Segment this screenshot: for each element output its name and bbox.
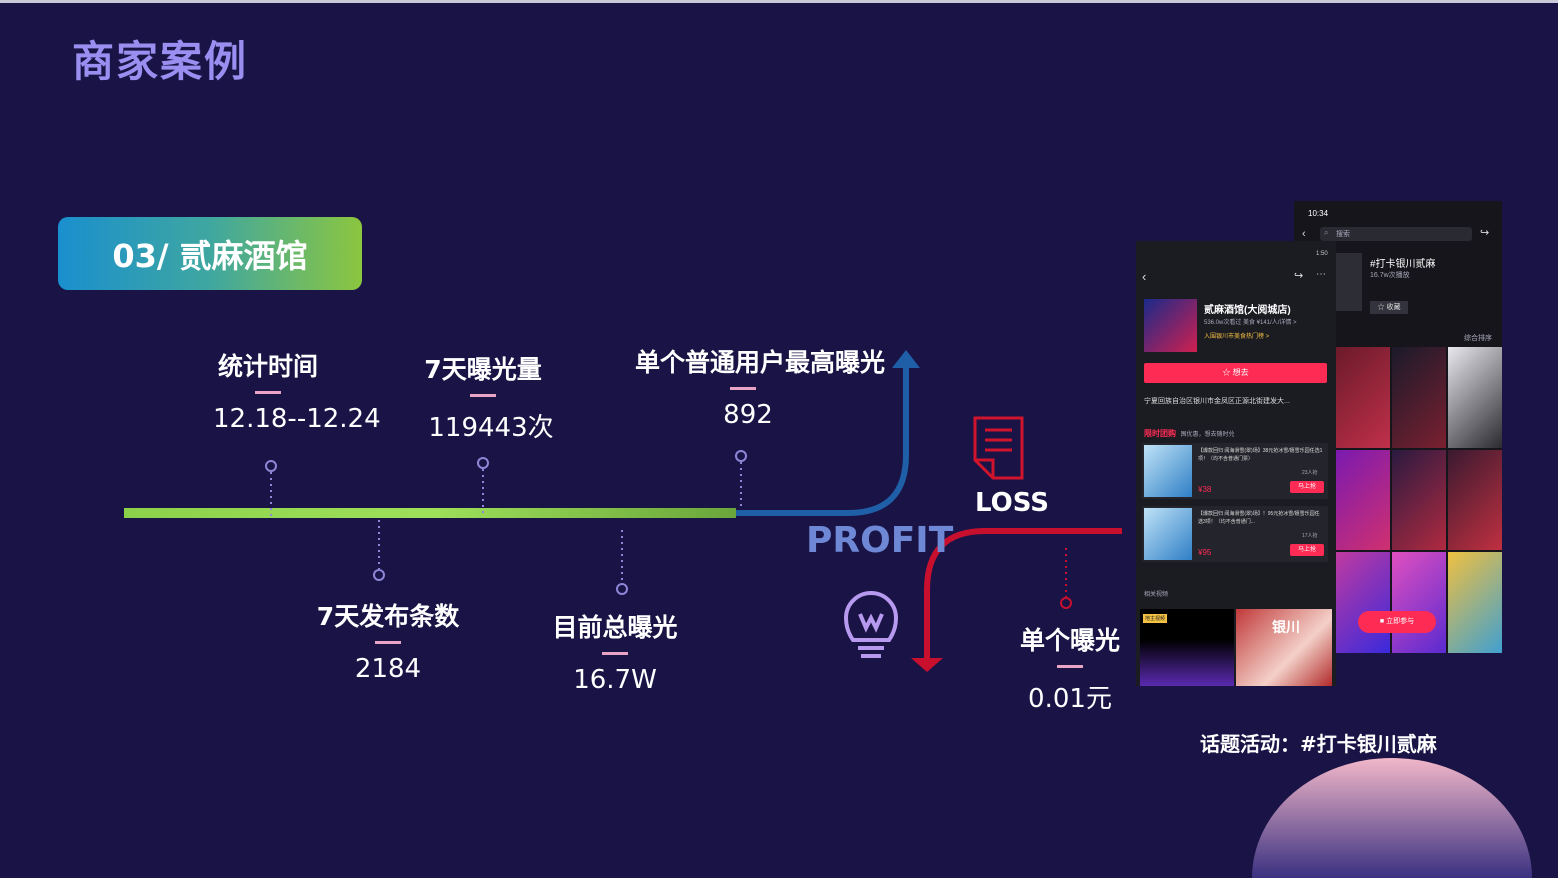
- stat-label: 7天曝光量: [424, 355, 542, 384]
- profit-arrowhead: [892, 350, 920, 368]
- status-time: 10:34: [1308, 209, 1329, 218]
- stat-value: 16.7W: [573, 665, 657, 695]
- shop-rank[interactable]: 入围银川市美食热门榜 >: [1204, 334, 1270, 340]
- deal-card[interactable]: 【爆款回归 阅海滑雪(翠)场】38元抢冰雪/嬉雪乐园任选1项！（均不含普通门票）…: [1142, 443, 1328, 499]
- video-thumb[interactable]: [1392, 552, 1446, 653]
- timeline-markers: [265, 450, 747, 595]
- search-placeholder: 搜索: [1336, 231, 1350, 238]
- join-button[interactable]: ■ 立即参与: [1358, 611, 1436, 633]
- deal-text: 【爆款回归 阅海滑雪(翠)场】！95元抢冰雪/嬉雪乐园任选3项！（均不含普通门.…: [1198, 511, 1320, 525]
- timeline-bar: [124, 508, 736, 518]
- stat-value: 12.18--12.24: [213, 404, 381, 434]
- shop-address[interactable]: 宁夏回族自治区银川市金凤区正源北街建发大...: [1144, 398, 1290, 405]
- video-thumb[interactable]: [1392, 449, 1446, 551]
- video-thumb[interactable]: [1392, 347, 1446, 448]
- stat-label: 单个普通用户最高曝光: [634, 348, 885, 377]
- stat-single-exposure: 单个曝光 0.01元: [1005, 621, 1135, 715]
- loss-label: LOSS: [975, 488, 1050, 518]
- more-icon[interactable]: ⋯: [1316, 269, 1326, 280]
- loss-arrowhead: [911, 658, 943, 672]
- phone-shop-screenshot: 1:50 ‹ ⋯ ↪ 贰麻酒馆(大阅城店) 536.0w次看过 美食 ¥141/…: [1136, 241, 1336, 686]
- deal-thumb: [1144, 508, 1192, 560]
- shop-cover: [1144, 299, 1197, 352]
- stat-label: 统计时间: [217, 352, 318, 381]
- page-title: 商家案例: [72, 37, 249, 86]
- camera-icon: ■: [1379, 618, 1387, 625]
- collect-button[interactable]: ☆ 收藏: [1370, 301, 1408, 314]
- video-thumb[interactable]: [1448, 552, 1502, 653]
- topic-views: 16.7w次播放: [1370, 272, 1410, 279]
- video-grid: [1336, 347, 1502, 653]
- stat-max-user: 单个普通用户最高曝光 892: [630, 343, 890, 430]
- stat-total-exposure: 目前总曝光 16.7W: [540, 608, 690, 695]
- deal-card[interactable]: 【爆款回归 阅海滑雪(翠)场】！95元抢冰雪/嬉雪乐园任选3项！（均不含普通门.…: [1142, 506, 1328, 562]
- deal-subtitle: 囤优惠，想去随时兑: [1180, 432, 1235, 438]
- stat-posts-7days: 7天发布条数 2184: [308, 597, 468, 684]
- stat-divider: [1057, 665, 1083, 668]
- stat-value: 892: [723, 400, 773, 430]
- stat-divider: [470, 394, 496, 397]
- profit-arrow: [736, 366, 909, 516]
- loss-arrow: [924, 528, 1122, 658]
- video-thumb[interactable]: [1336, 552, 1390, 653]
- deal-thumb: [1144, 445, 1192, 497]
- stat-period: 统计时间 12.18--12.24: [183, 347, 381, 434]
- video-overlay-text: 银川: [1272, 619, 1300, 635]
- grab-button[interactable]: 马上抢: [1290, 481, 1324, 493]
- deal-title: 限时团购: [1144, 429, 1176, 438]
- profit-label: PROFIT: [806, 520, 954, 561]
- stat-label: 目前总曝光: [552, 613, 678, 642]
- stat-exposure-7days: 7天曝光量 119443次: [408, 350, 558, 444]
- video-thumb[interactable]: [1448, 347, 1502, 448]
- shop-meta: 536.0w次看过 美食 ¥141/人/详情 >: [1204, 320, 1297, 326]
- search-icon: ⌕: [1324, 228, 1329, 237]
- top-border: [0, 0, 1558, 3]
- stat-value: 119443次: [428, 413, 554, 443]
- related-video[interactable]: 银川: [1236, 609, 1332, 686]
- stat-value: 0.01元: [1028, 684, 1112, 714]
- deal-header: 限时团购 囤优惠，想去随时兑: [1144, 423, 1234, 441]
- stat-divider: [375, 641, 401, 644]
- grab-button[interactable]: 马上抢: [1290, 544, 1324, 556]
- deal-sold: 17人抢: [1302, 533, 1318, 539]
- lightbulb-icon: [843, 591, 899, 658]
- stat-label: 单个曝光: [1019, 626, 1120, 655]
- case-badge: 03/ 贰麻酒馆: [58, 217, 362, 290]
- join-label: 立即参与: [1386, 618, 1415, 625]
- video-thumb[interactable]: [1336, 347, 1390, 448]
- video-tag: 地主视频: [1143, 614, 1168, 623]
- shop-name: 贰麻酒馆(大阅城店): [1204, 305, 1291, 316]
- deal-price: ¥95: [1198, 548, 1212, 557]
- video-thumb[interactable]: [1336, 449, 1390, 551]
- deal-text: 【爆款回归 阅海滑雪(翠)场】38元抢冰雪/嬉雪乐园任选1项！（均不含普通门票）: [1198, 448, 1323, 462]
- back-icon[interactable]: ‹: [1302, 228, 1306, 240]
- deal-price: ¥38: [1198, 485, 1212, 494]
- stat-divider: [255, 391, 281, 394]
- share-icon[interactable]: ↪: [1294, 270, 1304, 282]
- related-videos-title: 相关视频: [1144, 592, 1169, 598]
- sort-option[interactable]: 综合排序: [1464, 335, 1492, 342]
- stat-divider: [602, 652, 628, 655]
- deal-sold: 23人抢: [1302, 470, 1318, 476]
- topic-title: #打卡银川贰麻: [1370, 259, 1436, 270]
- video-thumb[interactable]: [1448, 449, 1502, 551]
- back-icon[interactable]: ‹: [1142, 269, 1147, 284]
- status-time: 1:50: [1316, 251, 1328, 257]
- decor-dome: [1252, 758, 1532, 878]
- search-bar[interactable]: 搜索 ⌕: [1320, 227, 1472, 241]
- share-icon[interactable]: ↪: [1480, 227, 1490, 239]
- stat-divider: [730, 387, 756, 390]
- stat-label: 7天发布条数: [316, 602, 460, 631]
- want-button[interactable]: ☆ 想去: [1144, 363, 1327, 383]
- related-video[interactable]: 地主视频: [1140, 609, 1234, 686]
- document-icon: [973, 416, 1024, 480]
- hashtag-caption: 话题活动：#打卡银川贰麻: [1200, 732, 1437, 756]
- stat-value: 2184: [354, 654, 422, 684]
